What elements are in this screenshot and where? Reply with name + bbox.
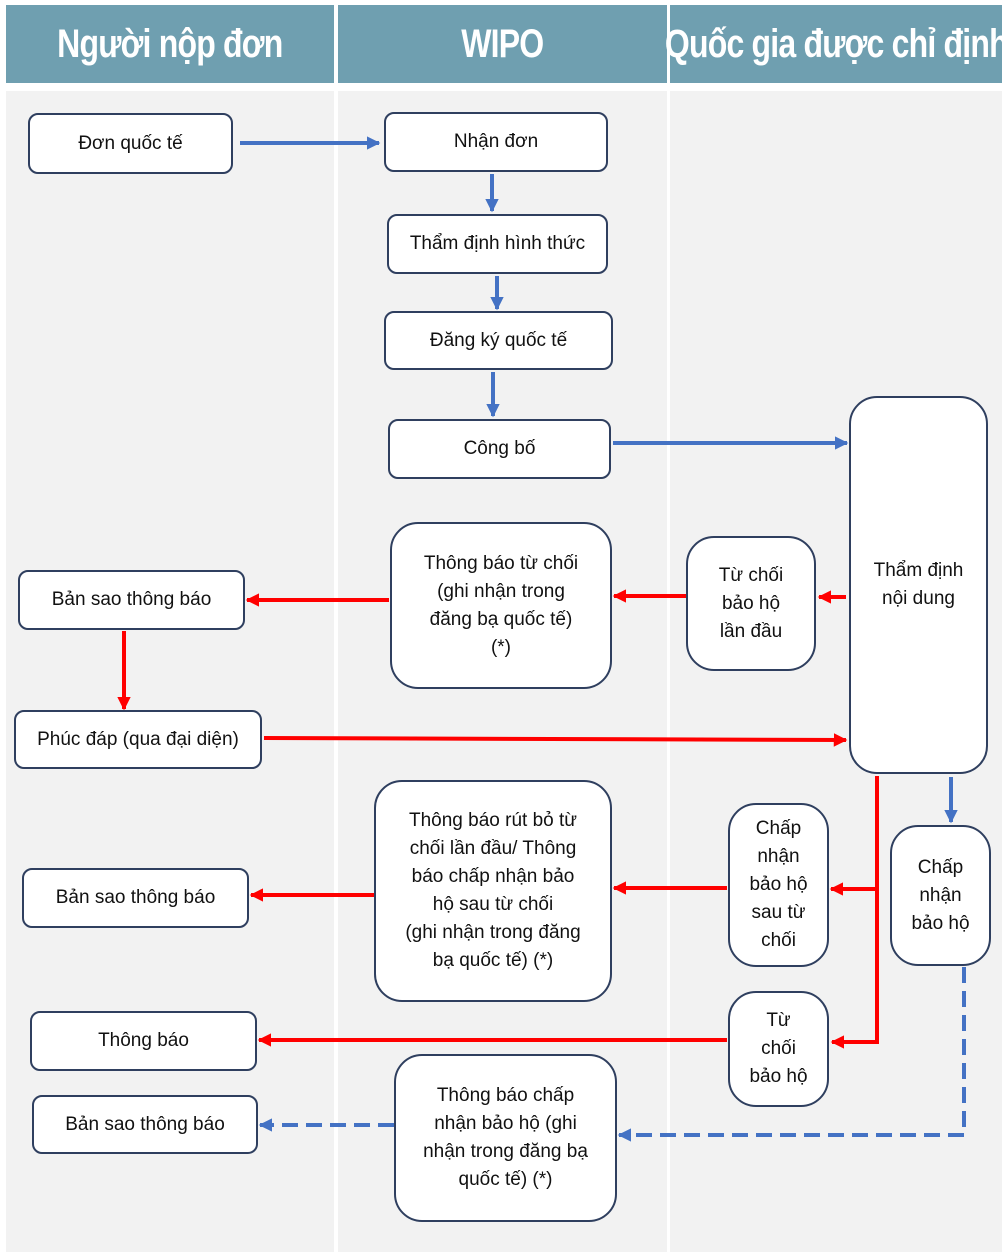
- node-receive: Nhận đơn: [384, 112, 608, 172]
- node-grant-protection: Chấp nhận bảo hộ: [890, 825, 991, 966]
- node-provisional-refusal: Từ chối bảo hộ lần đầu: [686, 536, 816, 671]
- node-publication: Công bố: [388, 419, 611, 479]
- node-grant-notice: Thông báo chấp nhận bảo hộ (ghi nhận tro…: [394, 1054, 617, 1222]
- arrow-exam-to-grant-after-refusal: [831, 776, 877, 889]
- node-substantive-exam: Thẩm định nội dung: [849, 396, 988, 774]
- node-refusal-notice: Thông báo từ chối (ghi nhận trong đăng b…: [390, 522, 612, 689]
- node-copy-notice-1: Bản sao thông báo: [18, 570, 245, 630]
- node-copy-notice-3: Bản sao thông báo: [32, 1095, 258, 1154]
- node-formal-exam: Thẩm định hình thức: [387, 214, 608, 274]
- node-intl-application: Đơn quốc tế: [28, 113, 233, 174]
- node-grant-after-refusal: Chấp nhận bảo hộ sau từ chối: [728, 803, 829, 967]
- arrow-response-to-exam: [264, 738, 846, 740]
- node-notice: Thông báo: [30, 1011, 257, 1071]
- node-intl-registration: Đăng ký quốc tế: [384, 311, 613, 370]
- node-final-refusal: Từ chối bảo hộ: [728, 991, 829, 1107]
- node-copy-notice-2: Bản sao thông báo: [22, 868, 249, 928]
- node-response: Phúc đáp (qua đại diện): [14, 710, 262, 769]
- arrow-exam-to-final-refusal: [832, 889, 877, 1042]
- node-withdrawal-notice: Thông báo rút bỏ từ chối lần đầu/ Thông …: [374, 780, 612, 1002]
